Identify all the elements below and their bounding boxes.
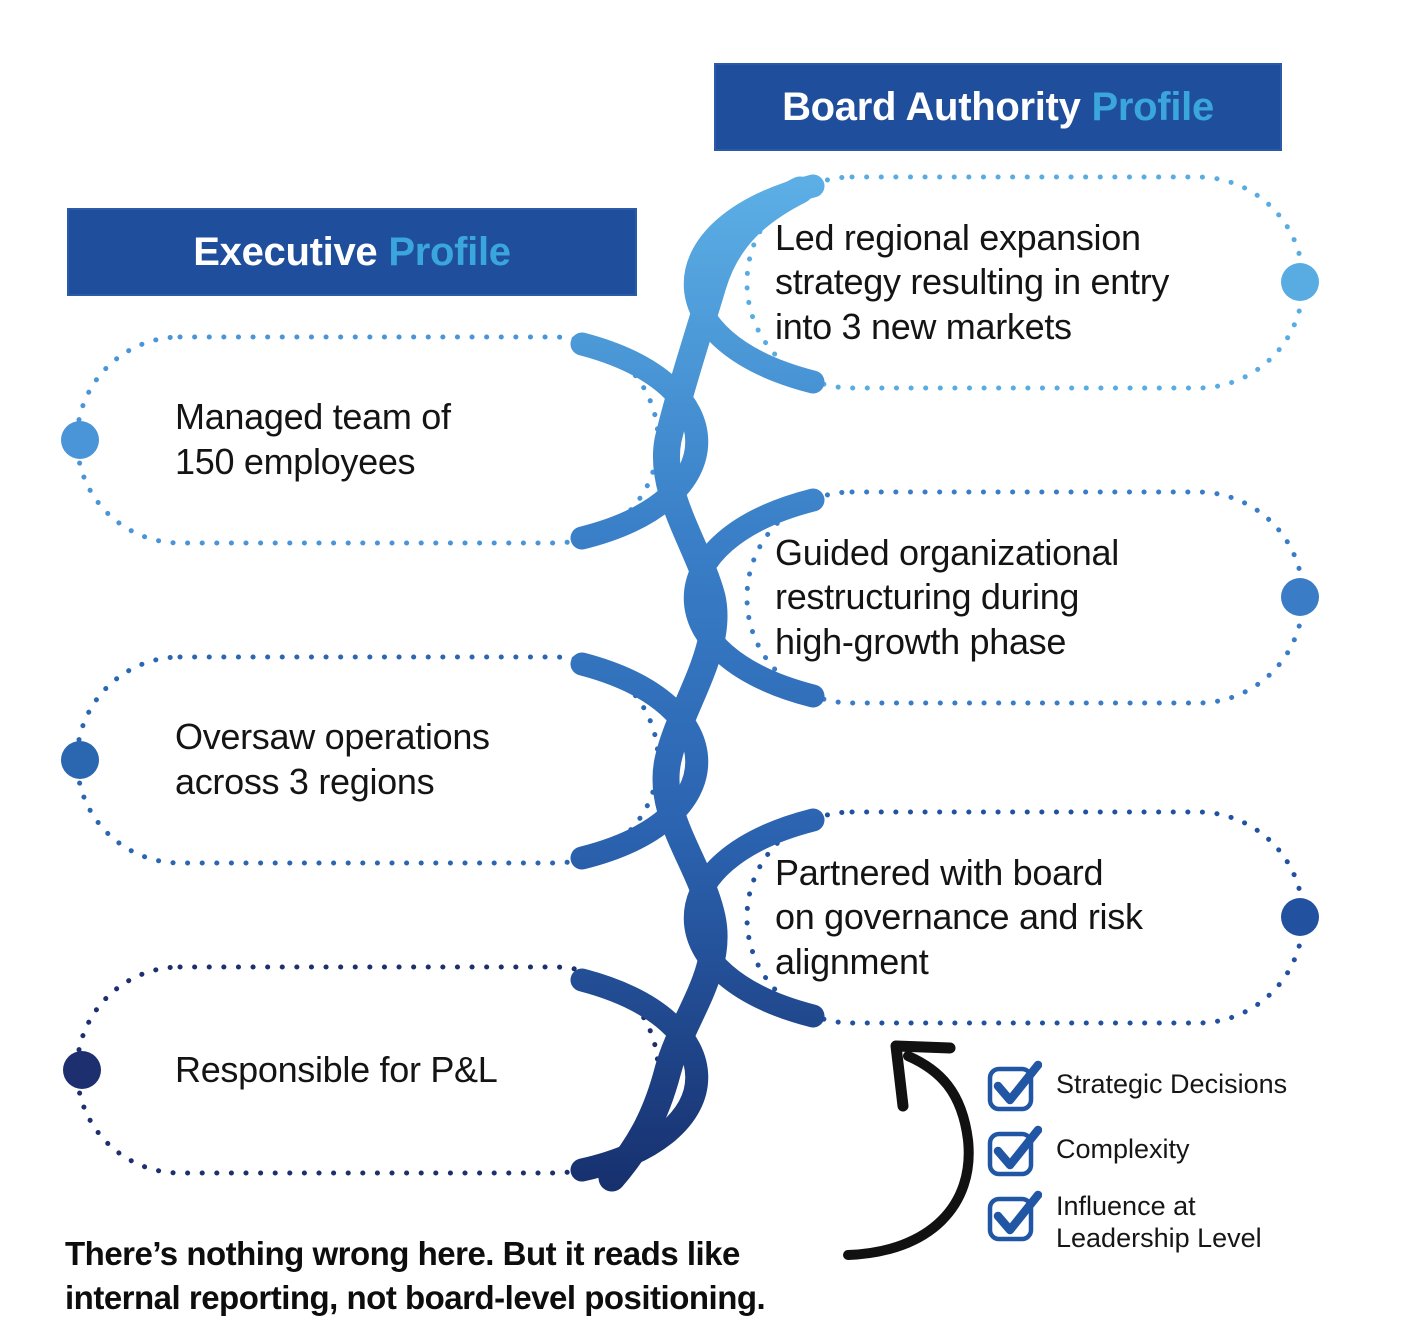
bullet-dot-executive-1 (61, 421, 99, 459)
arrowhead-icon (890, 1040, 956, 1112)
spine-bracket-board-3 (684, 808, 825, 1028)
checklist-row-strategic-decisions: Strategic Decisions (986, 1060, 1287, 1112)
checkbox-icon (987, 1190, 1042, 1242)
spine-bracket-executive-2 (570, 652, 708, 870)
caption-text: There’s nothing wrong here. But it reads… (65, 1235, 766, 1316)
executive-profile-banner: Executive Profile (67, 208, 637, 296)
bullet-dot-executive-3 (63, 1051, 101, 1089)
checkmark-icon (993, 1190, 1042, 1235)
executive-banner-highlight: Profile (388, 229, 511, 274)
board-item-3: Partnered with board on governance and r… (775, 851, 1143, 982)
spine-gradient-ribbon (570, 174, 825, 1192)
checklist-row-influence: Influence at Leadership Level (986, 1190, 1262, 1255)
board-banner-text: Board Authority (782, 84, 1081, 129)
executive-banner-text: Executive (193, 229, 378, 274)
checkbox-icon (987, 1125, 1042, 1177)
bullet-dot-board-2 (1281, 578, 1319, 616)
bullet-dot-board-3 (1281, 898, 1319, 936)
bullet-dot-executive-2 (61, 741, 99, 779)
checklist-label: Strategic Decisions (1056, 1069, 1288, 1099)
pill-outline-executive-1 (74, 334, 661, 546)
executive-item-3: Responsible for P&L (175, 1048, 498, 1090)
board-item-2: Guided organizational restructuring duri… (775, 531, 1119, 662)
spine-center-stem (598, 176, 814, 1192)
executive-item-1: Managed team of 150 employees (175, 396, 451, 482)
board-authority-profile-banner: Board Authority Profile (714, 63, 1282, 151)
executive-item-2: Oversaw operations across 3 regions (175, 716, 490, 802)
checkbox-icon (987, 1060, 1042, 1112)
spine-bracket-executive-1 (570, 332, 708, 550)
checklist-label: Complexity (1056, 1134, 1190, 1164)
annotation-arrow (843, 1040, 974, 1260)
checklist-label: Influence at Leadership Level (1056, 1191, 1262, 1254)
checkmark-icon (993, 1060, 1042, 1105)
checklist-row-complexity: Complexity (986, 1125, 1190, 1177)
bullet-dot-board-1 (1281, 263, 1319, 301)
arrow-shaft (843, 1051, 974, 1260)
pill-outline-executive-2 (74, 654, 661, 866)
pill-outline-executive-3 (74, 964, 661, 1176)
checkmark-icon (993, 1125, 1042, 1170)
spine-bracket-board-2 (684, 488, 825, 708)
board-banner-highlight: Profile (1091, 84, 1215, 129)
board-item-1: Led regional expansion strategy resultin… (775, 216, 1170, 347)
